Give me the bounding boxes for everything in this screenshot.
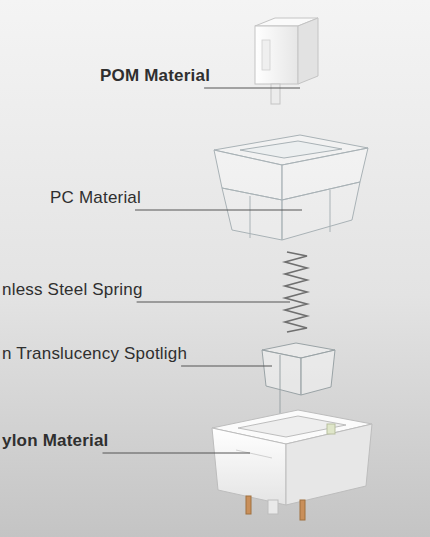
part-label: ylon Material	[2, 431, 109, 451]
leader-line	[204, 88, 300, 89]
light-guide	[262, 343, 335, 420]
part-label: POM Material	[100, 66, 210, 86]
leader-line	[181, 366, 272, 367]
leader-line	[103, 453, 250, 454]
leader-line	[137, 302, 290, 303]
top-housing	[214, 135, 368, 240]
part-label: nless Steel Spring	[2, 280, 143, 300]
leader-line	[135, 210, 302, 211]
switch-stem	[255, 18, 318, 104]
part-label: n Translucency Spotligh	[2, 344, 187, 364]
part-label: PC Material	[50, 188, 141, 208]
spring	[285, 252, 307, 332]
bottom-housing	[212, 410, 372, 520]
